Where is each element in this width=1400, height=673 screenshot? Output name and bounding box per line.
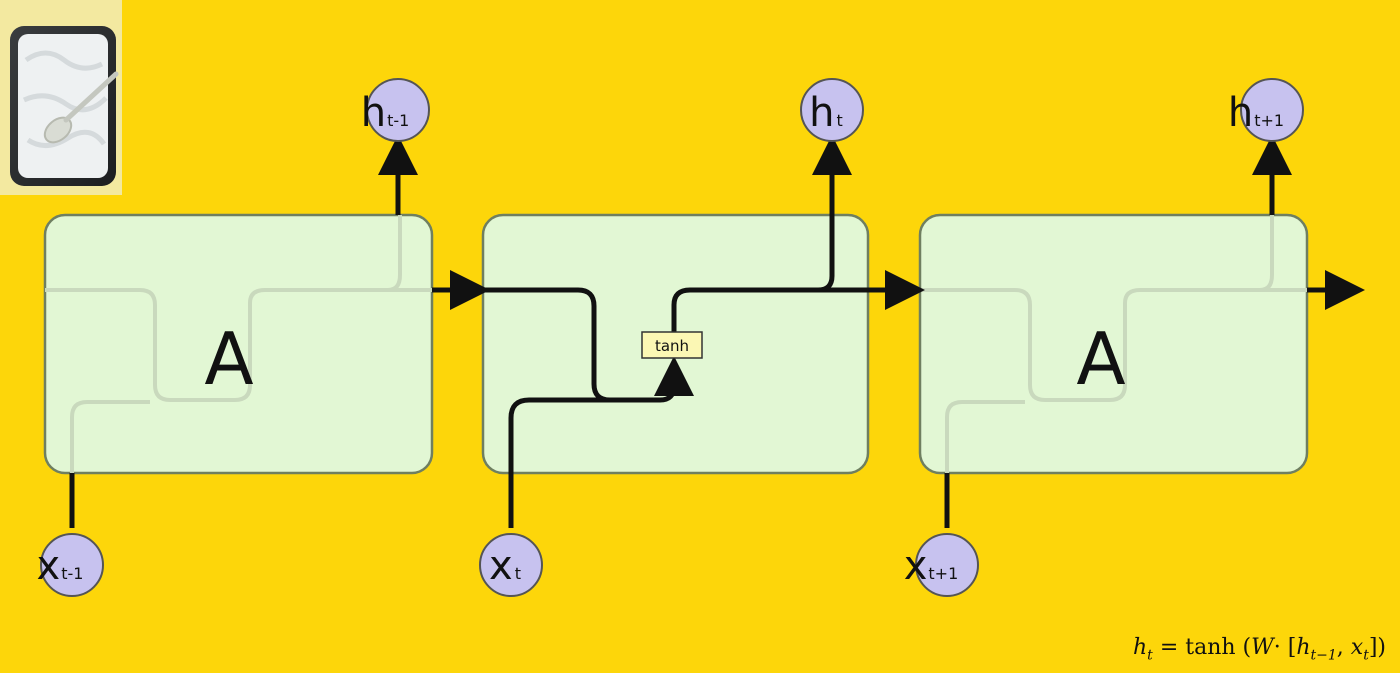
rnn-cell-box: [918, 213, 1309, 475]
rnn-cell-box: [43, 213, 434, 475]
input-path: [508, 397, 610, 528]
ghost-path-left: [45, 215, 432, 473]
cell-label-left: A: [204, 317, 253, 401]
tanh-label: tanh: [655, 337, 689, 355]
formula-x: x: [1350, 634, 1364, 660]
svg-text:ht: ht: [809, 90, 843, 136]
input-subscript: t: [515, 564, 521, 583]
output-node-right: ht+1: [1228, 78, 1304, 142]
tanh-out-path: [671, 270, 925, 333]
formula-weight: W: [1251, 634, 1274, 660]
formula-h-sub: t−1: [1310, 647, 1337, 663]
input-node-right: xt+1: [904, 533, 979, 597]
output-base: h: [361, 90, 386, 136]
input-base: x: [489, 543, 513, 589]
input-node-left: xt-1: [37, 533, 104, 597]
yogurt-tray-icon: [0, 0, 122, 195]
formula-h: h: [1296, 634, 1311, 660]
tanh-activation: tanh: [641, 331, 703, 359]
formula-dot: ·: [1273, 634, 1281, 660]
output-base: h: [1228, 90, 1253, 136]
formula-lhs: h: [1133, 634, 1148, 660]
cell-label-right: A: [1076, 317, 1125, 401]
input-subscript: t-1: [61, 564, 83, 583]
output-node-left: ht-1: [361, 78, 430, 142]
hidden-state-in-path: [470, 287, 694, 403]
update-formula: ht = tanh (W· [ht−1, xt]): [1133, 634, 1386, 663]
input-base: x: [37, 543, 61, 589]
formula-lhs-sub: t: [1147, 647, 1153, 663]
ghost-path-right: [920, 215, 1307, 473]
output-branch-path: [812, 135, 852, 293]
formula-x-sub: t: [1363, 647, 1369, 663]
svg-text:ht+1: ht+1: [1228, 90, 1284, 136]
output-base: h: [809, 90, 834, 136]
svg-text:xt+1: xt+1: [904, 543, 959, 589]
input-subscript: t+1: [928, 564, 958, 583]
output-subscript: t-1: [387, 111, 409, 130]
output-subscript: t+1: [1254, 111, 1284, 130]
formula-rhs-prefix: = tanh (: [1159, 634, 1252, 660]
output-subscript: t: [837, 111, 843, 130]
input-base: x: [904, 543, 928, 589]
svg-text:ht-1: ht-1: [361, 90, 410, 136]
svg-text:xt: xt: [489, 543, 521, 589]
svg-text:xt-1: xt-1: [37, 543, 84, 589]
